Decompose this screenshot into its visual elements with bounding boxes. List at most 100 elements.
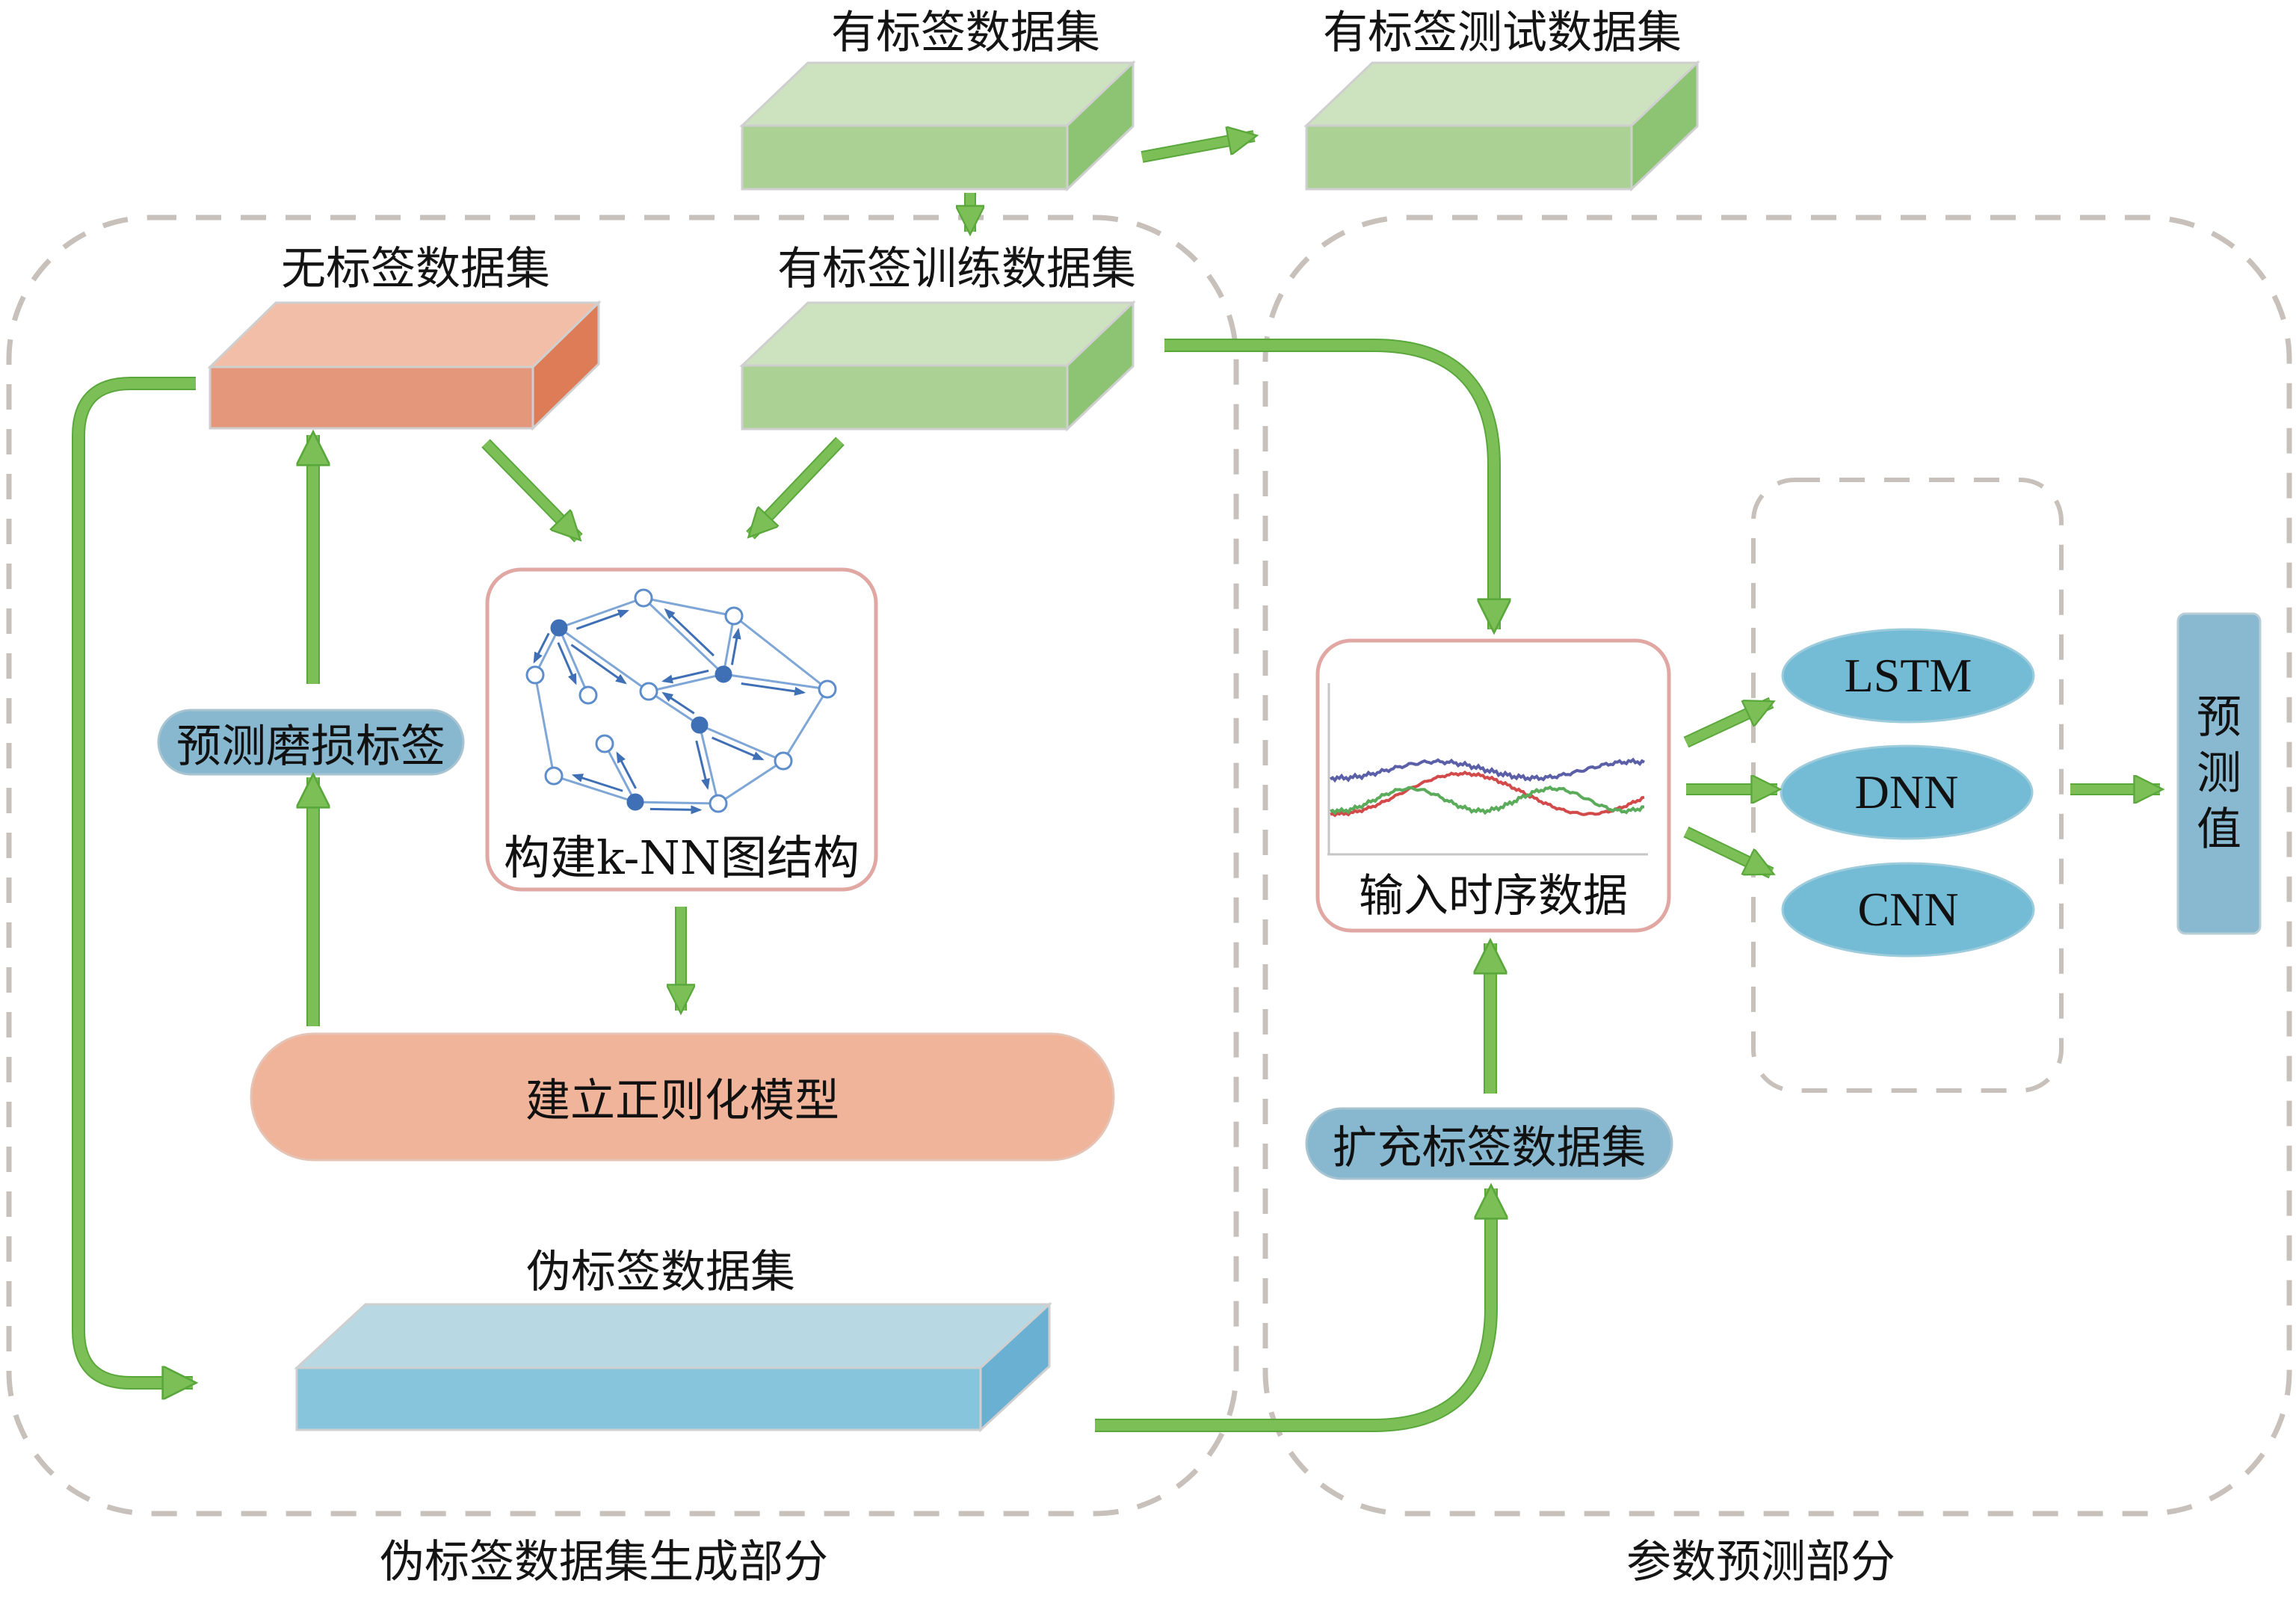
prediction-output-node xyxy=(2176,612,2262,935)
unlabeled-dataset-box xyxy=(207,300,602,431)
arrow-train-to-time-series xyxy=(1164,339,1501,629)
knn-graph-edge xyxy=(648,673,724,693)
knn-graph-directed-edge xyxy=(571,774,623,792)
knn-unlabeled-node xyxy=(634,588,653,608)
knn-graph-directed-edge xyxy=(741,682,806,696)
knn-graph-edge xyxy=(782,688,829,762)
pseudo-labeled-dataset-box-front xyxy=(295,1366,982,1431)
knn-graph-directed-edge xyxy=(712,736,765,761)
knn-graph-frame xyxy=(485,567,878,892)
unlabeled-dataset-box-top xyxy=(207,301,602,368)
knn-graph-edge xyxy=(648,690,700,727)
labeled-dataset-box-front xyxy=(741,124,1069,191)
model-lstm-label: LSTM xyxy=(1844,649,1972,702)
regularization-model-node xyxy=(250,1032,1115,1162)
section-frame-pseudo-label-generation xyxy=(6,215,1239,1517)
knn-graph-edge xyxy=(718,759,784,805)
labeled-test-dataset-box-top xyxy=(1303,61,1700,127)
knn-graph-directed-edge xyxy=(695,740,710,790)
knn-graph-directed-edge xyxy=(557,642,577,685)
pseudo-labeled-dataset-label: 伪标签数据集 xyxy=(526,1246,795,1298)
arrow-unlabeled-loop-to-pseudo-shaft xyxy=(73,378,196,1383)
knn-graph-edge xyxy=(635,801,719,805)
knn-graph-directed-edge xyxy=(661,669,709,684)
arrow-train-to-graph-shaft xyxy=(750,437,844,535)
knn-graph-edge xyxy=(558,627,590,696)
model-dnn-label: DNN xyxy=(1854,765,1959,818)
knn-graph-edge xyxy=(558,596,644,629)
arrow-labeled-to-test-shaft xyxy=(1141,136,1254,161)
knn-graph-directed-edge xyxy=(533,632,550,664)
knn-unlabeled-node xyxy=(544,766,564,786)
unlabeled-dataset-box-front xyxy=(209,366,534,430)
knn-unlabeled-node xyxy=(724,606,744,626)
labeled-train-dataset-label: 有标签训练数据集 xyxy=(777,243,1136,295)
unlabeled-dataset-label: 无标签数据集 xyxy=(281,243,550,295)
knn-graph-directed-edge xyxy=(664,608,715,657)
labeled-test-dataset-box xyxy=(1303,60,1700,192)
knn-graph-edge xyxy=(722,615,735,675)
arrow-labeled-to-test xyxy=(1141,136,1254,163)
labeled-dataset-box xyxy=(739,60,1136,192)
arrow-pseudo-to-expand-edge xyxy=(1095,1188,1498,1432)
section-caption-pseudo-label-generation: 伪标签数据集生成部分 xyxy=(380,1536,828,1588)
labeled-dataset-box-top xyxy=(739,61,1136,127)
knn-labeled-node xyxy=(550,619,568,637)
input-time-series-label: 输入时序数据 xyxy=(1359,869,1628,922)
prediction-output-char: 测 xyxy=(2197,747,2241,800)
predict-wear-labels-label: 预测磨损标签 xyxy=(176,720,445,773)
labeled-train-dataset-box-top xyxy=(739,301,1136,367)
knn-graph-edge xyxy=(603,743,637,803)
knn-graph-directed-edge xyxy=(570,644,627,685)
pseudo-labeled-dataset-box-top xyxy=(294,1303,1052,1369)
knn-graph-edge xyxy=(534,674,555,777)
prediction-output-char: 预 xyxy=(2197,691,2241,744)
knn-unlabeled-node xyxy=(639,682,658,701)
model-lstm-node xyxy=(1781,628,2035,724)
labeled-train-dataset-box xyxy=(739,300,1136,432)
arrow-time-series-to-cnn-shaft xyxy=(1684,827,1771,878)
expand-labeled-dataset-label: 扩充标签数据集 xyxy=(1332,1121,1647,1174)
knn-graph-label: 构建k-NN图结构 xyxy=(504,830,860,885)
knn-graph-directed-edge xyxy=(730,627,741,665)
knn-unlabeled-node xyxy=(578,685,598,705)
knn-graph-directed-edge xyxy=(575,609,629,630)
pseudo-labeled-dataset-box xyxy=(294,1301,1052,1433)
arrow-train-to-time-series-edge xyxy=(1164,339,1501,629)
knn-unlabeled-node xyxy=(818,679,837,699)
knn-graph-edge xyxy=(643,596,735,617)
model-cnn-label: CNN xyxy=(1857,883,1959,936)
knn-labeled-node xyxy=(626,793,644,811)
time-series-line-blue xyxy=(1330,757,1645,783)
arrow-unlabeled-loop-to-pseudo-edge xyxy=(72,377,196,1390)
time-series-line-red xyxy=(1330,770,1645,818)
knn-unlabeled-node xyxy=(595,734,614,753)
arrow-unlabeled-loop-to-pseudo xyxy=(72,377,196,1390)
knn-graph-edge xyxy=(698,724,720,804)
section-frame-parameter-prediction xyxy=(1262,215,2292,1517)
labeled-dataset-label: 有标签数据集 xyxy=(831,7,1100,59)
knn-graph-directed-edge xyxy=(661,691,695,715)
arrow-pseudo-to-expand-shaft xyxy=(1095,1188,1491,1431)
knn-labeled-node xyxy=(691,716,709,734)
arrow-unlabeled-to-graph xyxy=(481,439,583,543)
knn-graph-edge xyxy=(723,673,828,691)
knn-graph-edge xyxy=(642,596,725,676)
knn-graph-directed-edge xyxy=(616,751,637,789)
knn-graph-edge xyxy=(558,626,649,693)
knn-graph-directed-edge xyxy=(649,805,703,815)
knn-graph-edge xyxy=(733,614,828,691)
arrow-train-to-time-series-shaft xyxy=(1164,340,1494,629)
knn-unlabeled-node xyxy=(774,751,793,771)
regularization-model-label: 建立正则化模型 xyxy=(525,1075,839,1127)
arrow-train-to-graph xyxy=(746,437,845,540)
labeled-test-dataset-box-front xyxy=(1305,124,1633,191)
arrow-time-series-to-lstm-shaft xyxy=(1684,698,1771,747)
model-cnn-node xyxy=(1781,862,2035,957)
knn-unlabeled-node xyxy=(525,665,545,685)
labeled-test-dataset-label: 有标签测试数据集 xyxy=(1323,7,1682,59)
arrow-time-series-to-cnn xyxy=(1683,826,1771,879)
arrow-unlabeled-to-graph-shaft xyxy=(482,440,578,538)
